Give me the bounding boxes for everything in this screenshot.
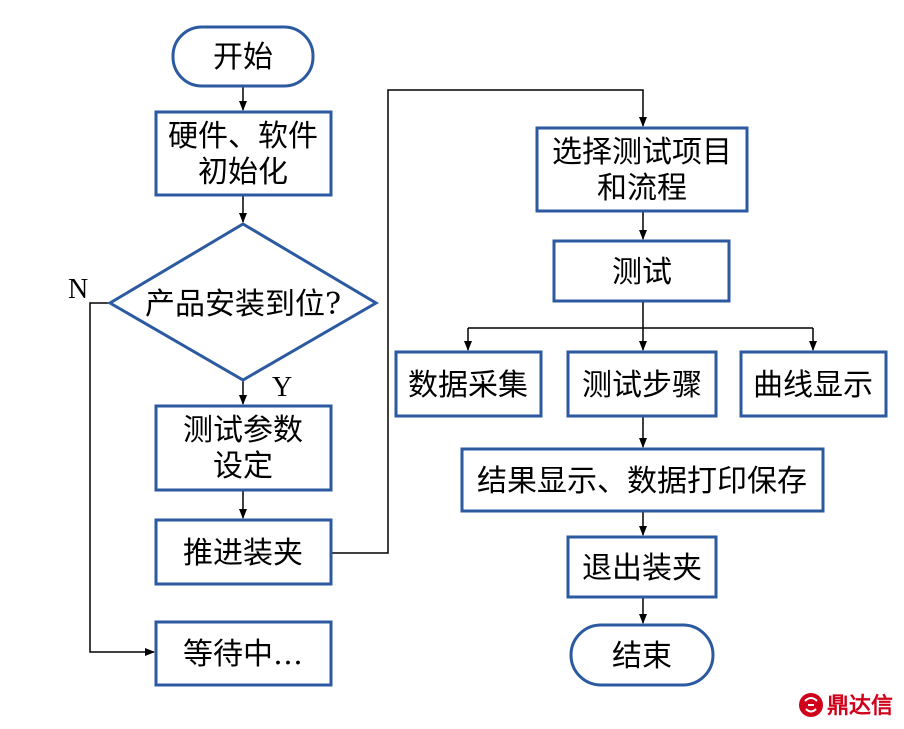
wait-label: 等待中… [183, 637, 303, 672]
select-box [535, 126, 749, 213]
branch-no-label: N [68, 274, 88, 305]
node-end: 结束 [569, 623, 715, 687]
wait-box [154, 620, 333, 687]
arrow-check-no-to-wait [89, 302, 155, 656]
arrow-push-to-select [331, 89, 647, 554]
check-diamond [107, 222, 379, 382]
watermark-text: 鼎达信 [827, 693, 893, 719]
push-box [154, 518, 333, 586]
steps-box [566, 350, 718, 418]
end-terminal [569, 623, 715, 687]
connectors [89, 86, 817, 656]
push-label: 推进装夹 [183, 536, 303, 571]
steps-label: 测试步骤 [582, 368, 702, 403]
node-select: 选择测试项目 和流程 [535, 126, 749, 213]
select-label-line2: 和流程 [597, 171, 687, 206]
node-steps: 测试步骤 [566, 350, 718, 418]
init-label-line1: 硬件、软件 [168, 119, 318, 154]
node-test: 测试 [552, 239, 731, 303]
watermark-logo-icon [799, 693, 823, 717]
start-label: 开始 [213, 40, 273, 75]
result-label: 结果显示、数据打印保存 [477, 464, 807, 499]
node-curve: 曲线显示 [739, 350, 888, 418]
node-check: 产品安装到位? [107, 222, 379, 382]
params-label-line1: 测试参数 [183, 413, 303, 448]
exit-label: 退出装夹 [582, 551, 702, 586]
test-label: 测试 [612, 255, 672, 290]
node-exit: 退出装夹 [566, 535, 718, 599]
node-start: 开始 [171, 25, 315, 88]
check-label: 产品安装到位? [145, 287, 341, 322]
watermark: 鼎达信 [799, 693, 893, 719]
node-push: 推进装夹 [154, 518, 333, 586]
exit-box [566, 535, 718, 599]
node-params: 测试参数 设定 [154, 404, 333, 492]
params-box [154, 404, 333, 492]
collect-label: 数据采集 [408, 368, 528, 403]
init-label-line2: 初始化 [198, 155, 288, 190]
init-box [154, 110, 333, 197]
node-collect: 数据采集 [394, 350, 543, 418]
branch-yes-label: Y [272, 372, 292, 403]
test-box [552, 239, 731, 303]
collect-box [394, 350, 543, 418]
result-box [460, 447, 825, 513]
curve-box [739, 350, 888, 418]
end-label: 结束 [612, 639, 672, 674]
node-result: 结果显示、数据打印保存 [460, 447, 825, 513]
node-init: 硬件、软件 初始化 [154, 110, 333, 197]
curve-label: 曲线显示 [753, 368, 873, 403]
params-label-line2: 设定 [213, 449, 273, 484]
start-terminal [171, 25, 315, 88]
select-label-line1: 选择测试项目 [552, 135, 732, 170]
node-wait: 等待中… [154, 620, 333, 687]
